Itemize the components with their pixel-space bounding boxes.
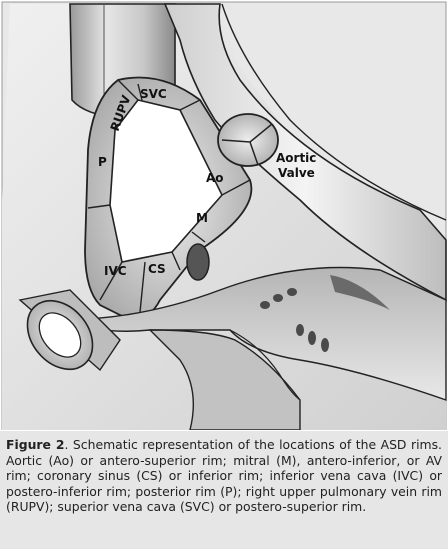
label-aortic-valve-1: Aortic <box>276 151 316 165</box>
label-p: P <box>98 155 107 169</box>
label-svc: SVC <box>140 87 167 101</box>
label-ivc: IVC <box>104 264 127 278</box>
coronary-sinus-ostium <box>186 243 210 281</box>
asd-defect-hole <box>109 99 223 263</box>
figure-caption: Figure 2. Schematic representation of th… <box>0 431 448 549</box>
label-ao: Ao <box>206 171 224 185</box>
aorta-tube <box>163 3 447 302</box>
label-m: M <box>196 211 208 225</box>
figure-number: Figure 2 <box>6 437 65 452</box>
asd-rims-diagram: RUPV SVC P Ao M IVC CS Aortic Valve <box>1 1 447 430</box>
rim-dividers <box>87 79 251 313</box>
pectinate-openings <box>260 275 390 352</box>
label-cs: CS <box>148 262 166 276</box>
label-aortic-valve-2: Valve <box>278 166 315 180</box>
aortic-valve <box>217 113 279 167</box>
caption-text: . Schematic representation of the locati… <box>6 437 442 515</box>
